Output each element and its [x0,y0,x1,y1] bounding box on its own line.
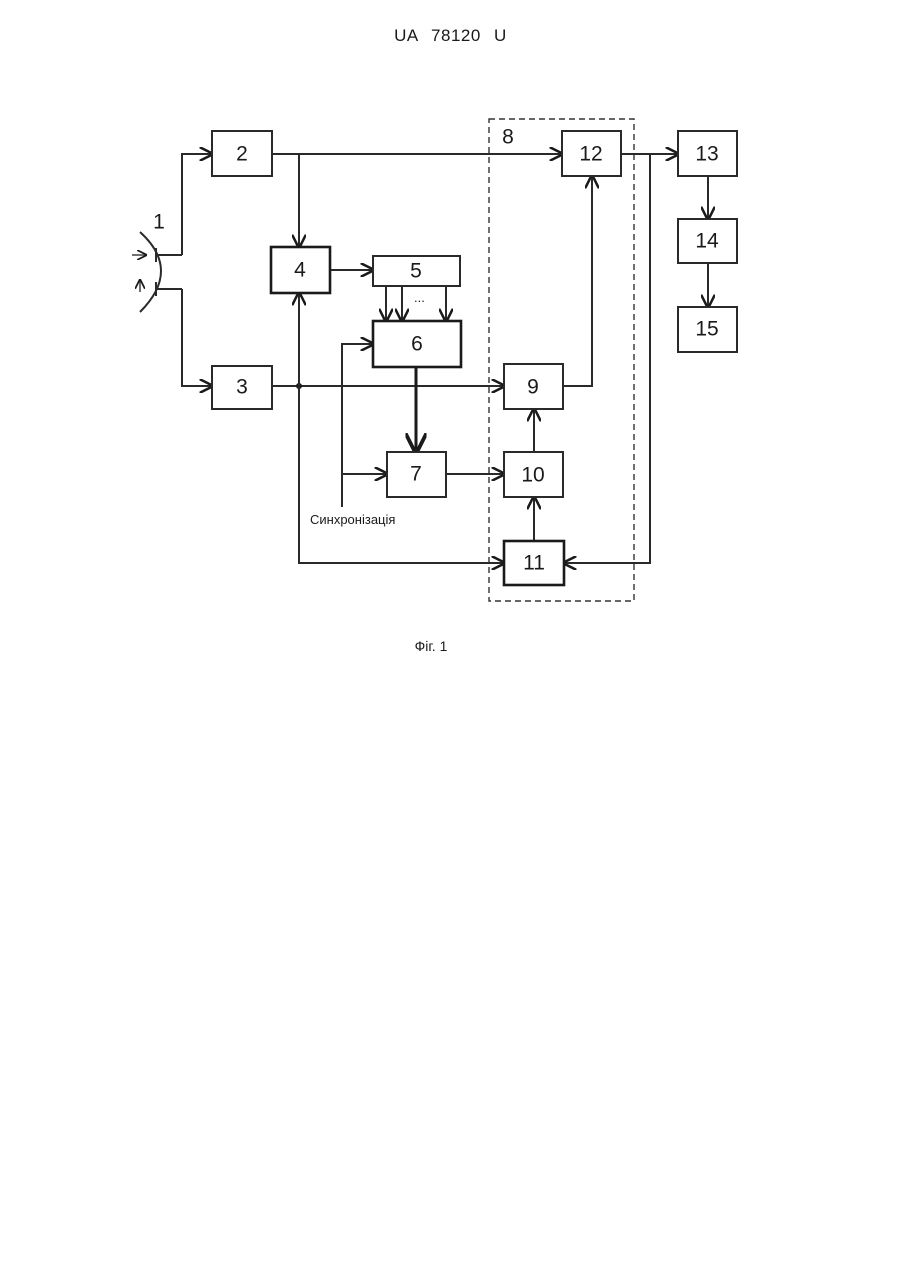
group-8-label: 8 [502,126,514,149]
block-5-label: 5 [410,260,422,283]
block-12-label: 12 [579,143,602,166]
antenna-label: 1 [153,211,165,234]
block-4-label: 4 [294,259,306,282]
block-11-label: 11 [523,552,545,575]
block-6-label: 6 [411,333,423,356]
group-8-boundary [489,119,634,601]
block-7-label: 7 [410,463,422,486]
block-2-label: 2 [236,143,248,166]
antenna-icon [132,232,182,312]
figure-caption: Фіг. 1 [415,638,448,654]
block-13-label: 13 [695,143,718,166]
block-10-label: 10 [521,464,544,487]
sync-label: Синхронізація [310,512,395,527]
block-14-label: 14 [695,230,719,253]
block-15-label: 15 [695,318,718,341]
block-3-label: 3 [236,376,248,399]
block-9-label: 9 [527,376,539,399]
bus-ellipsis: ... [414,290,425,305]
